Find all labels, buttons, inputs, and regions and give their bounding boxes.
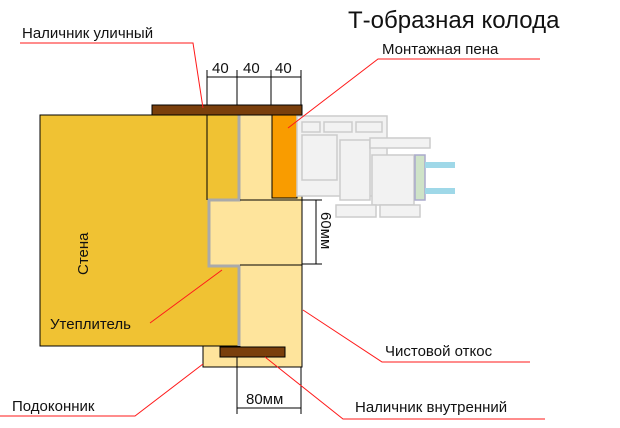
leader-lines [0, 42, 545, 420]
dim-side: 60мм [317, 212, 334, 249]
glass-top [425, 162, 455, 168]
label-wall: Стена [75, 232, 92, 275]
label-finish-slope: Чистовой откос [385, 343, 493, 360]
dim-bottom: 80мм [246, 391, 283, 408]
outer-trim [151, 104, 303, 116]
dim-top-1: 40 [212, 60, 229, 77]
label-foam: Монтажная пена [382, 41, 499, 58]
glass-bottom [425, 188, 455, 194]
dim-top-3: 40 [275, 60, 292, 77]
label-insulation: Утеплитель [50, 316, 131, 333]
label-outer-trim: Наличник уличный [22, 25, 153, 42]
diagram-title: Т-образная колода [348, 7, 560, 34]
label-inner-trim: Наличник внутренний [355, 399, 507, 416]
insulation-line [207, 115, 241, 346]
outline-lines [206, 115, 302, 266]
label-sill: Подоконник [12, 398, 95, 415]
mounting-foam [271, 114, 298, 199]
dimension-lines [206, 70, 322, 414]
window-profile [296, 115, 431, 218]
inner-trim [219, 346, 286, 358]
dim-top-2: 40 [243, 60, 260, 77]
